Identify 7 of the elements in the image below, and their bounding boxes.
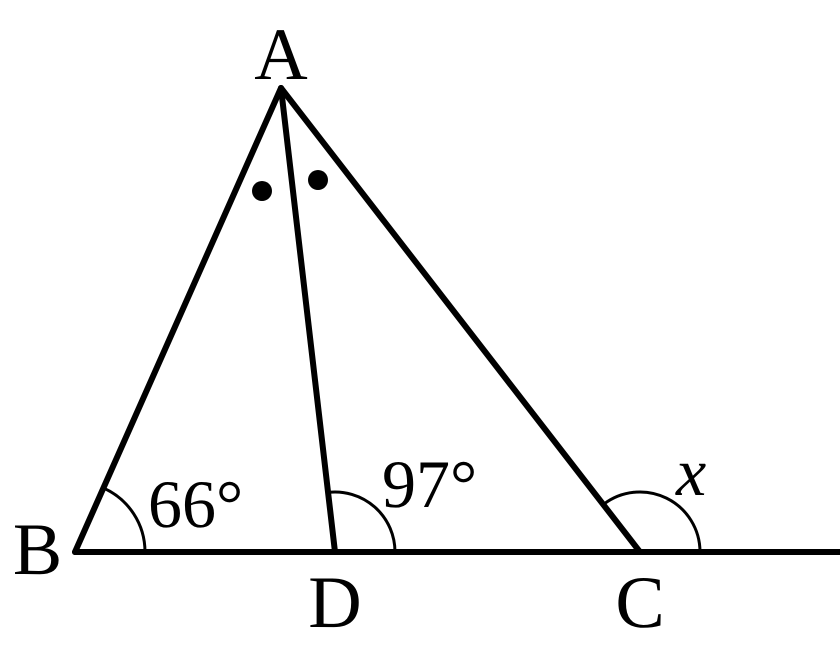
vertex-label: C bbox=[600, 552, 680, 640]
angle-label: x bbox=[676, 438, 706, 506]
angle-label: 97° bbox=[382, 450, 478, 518]
angle-label: 66° bbox=[148, 470, 244, 538]
vertex-label: D bbox=[295, 552, 375, 640]
vertex-label: B bbox=[0, 505, 75, 595]
vertex-label: A bbox=[241, 18, 321, 88]
